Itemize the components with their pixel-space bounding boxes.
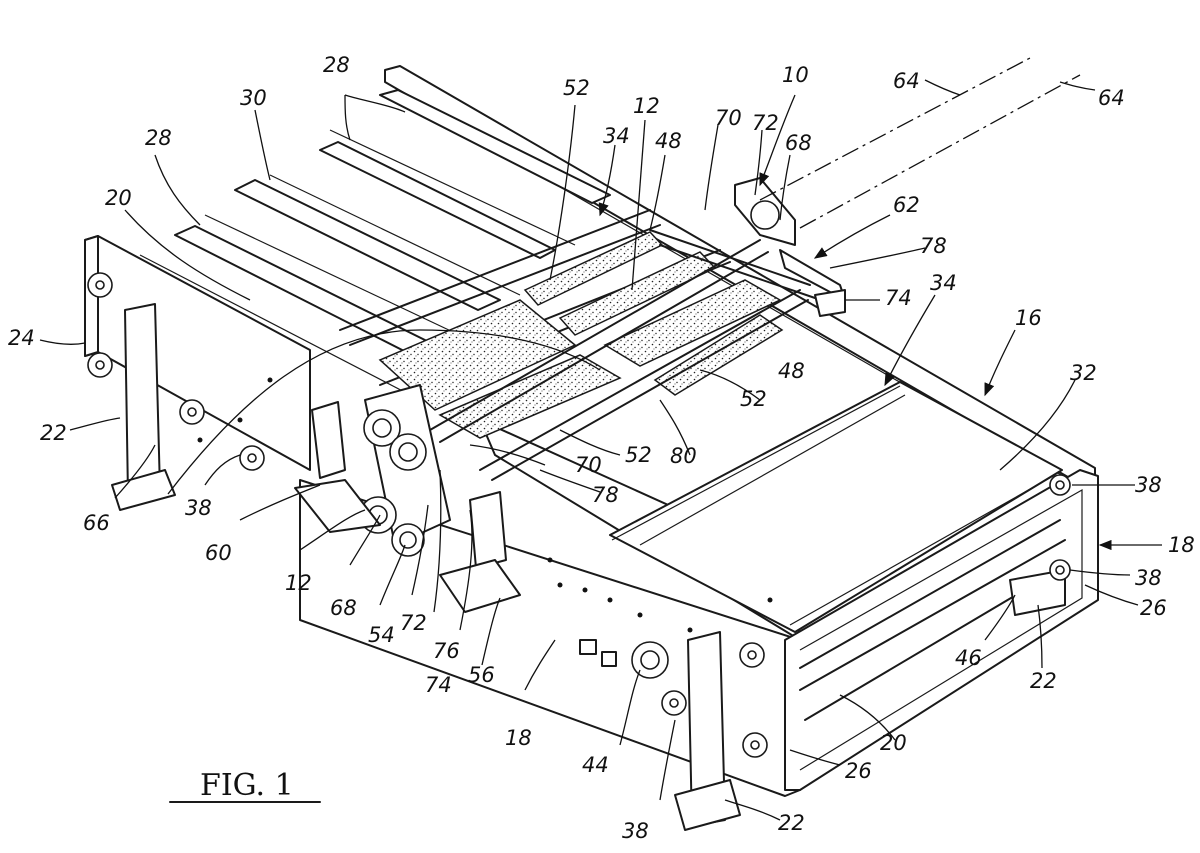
foam-pad-52-right [653,314,784,396]
ref-44: 44 [582,753,609,777]
ref-34-right: 34 [930,271,957,295]
foam-roller-48-front [603,279,782,367]
ref-28-top: 28 [323,53,350,77]
transport-path-arc [167,329,601,495]
ref-18-right: 18 [1168,533,1195,557]
ref-22-left: 22 [40,421,67,445]
ref-38-left: 38 [185,496,212,520]
ref-72-bottom: 72 [400,611,427,635]
ref-52-mid: 52 [625,443,652,467]
conveyor-machine [84,65,1099,831]
ref-54: 54 [368,623,395,647]
ref-38-right-upper: 38 [1135,473,1162,497]
ref-56: 56 [468,663,495,687]
mount-plate-60 [294,479,381,533]
ref-78-right: 78 [920,234,947,258]
ref-34-top: 34 [603,124,630,148]
ref-38-right-lower: 38 [1135,566,1162,590]
foam-roller-48-rear [558,251,717,336]
ref-68-bottom: 68 [330,596,357,620]
ref-70-top: 70 [715,106,742,130]
ref-64-upper: 64 [893,69,920,93]
reference-numerals: 10 12 12 16 18 18 20 20 22 22 22 24 26 2… [8,53,1195,843]
ref-28-left: 28 [145,126,172,150]
ref-66: 66 [83,511,110,535]
shaft-78 [479,289,801,471]
slat-30 [234,179,501,311]
ref-12-top: 12 [633,94,660,118]
ref-48-right: 48 [778,359,805,383]
ref-24: 24 [8,326,35,350]
ref-18-front: 18 [505,726,532,750]
ref-52-right: 52 [740,387,767,411]
ref-26-right: 26 [1140,596,1167,620]
ref-72-top: 72 [752,111,779,135]
ref-12-bottom: 12 [285,571,312,595]
ref-20-left: 20 [105,186,132,210]
ref-26-bottom: 26 [845,759,872,783]
ref-38-bottom: 38 [622,819,649,843]
foam-roller-52-front [438,354,622,439]
centerline-64-lower [799,74,1081,229]
shaft-70 [429,239,761,431]
centerline-64-upper [759,57,1031,201]
panel-rivets [197,377,773,633]
frame-rail-upper [339,209,651,331]
ref-74-bottom: 74 [425,673,452,697]
actuator-right [469,491,507,569]
slat-28-rear [319,141,556,259]
ref-64-lower: 64 [1098,86,1125,110]
ref-16: 16 [1015,306,1042,330]
ref-46: 46 [955,646,982,670]
ref-74-right: 74 [885,286,912,310]
actuator-left [311,401,346,479]
front-side-panel [299,479,801,797]
ref-78-mid: 78 [592,483,619,507]
ref-62: 62 [893,193,920,217]
ref-30: 30 [240,86,267,110]
downstream-belt-32 [609,381,1063,633]
ref-22-right: 22 [1030,669,1057,693]
ref-52-top: 52 [563,76,590,100]
ref-68-top: 68 [785,131,812,155]
figure-label: FIG. 1 [169,768,321,803]
ref-22-bottom: 22 [778,811,805,835]
ref-32: 32 [1070,361,1097,385]
ref-10: 10 [782,63,809,87]
ref-80: 80 [670,444,697,468]
ref-48-top: 48 [655,129,682,153]
leader-lines [39,79,1163,821]
leg-left [124,303,161,497]
slat-frame-lines [139,129,576,401]
ref-20-right: 20 [880,731,907,755]
right-end-panel [784,469,1099,791]
ref-70-mid: 70 [575,453,602,477]
ref-76: 76 [433,639,460,663]
leg-right-foot [1009,569,1066,616]
bolt-clusters [87,272,1071,758]
figure-label-text: FIG. 1 [200,768,294,803]
ref-60: 60 [205,541,232,565]
